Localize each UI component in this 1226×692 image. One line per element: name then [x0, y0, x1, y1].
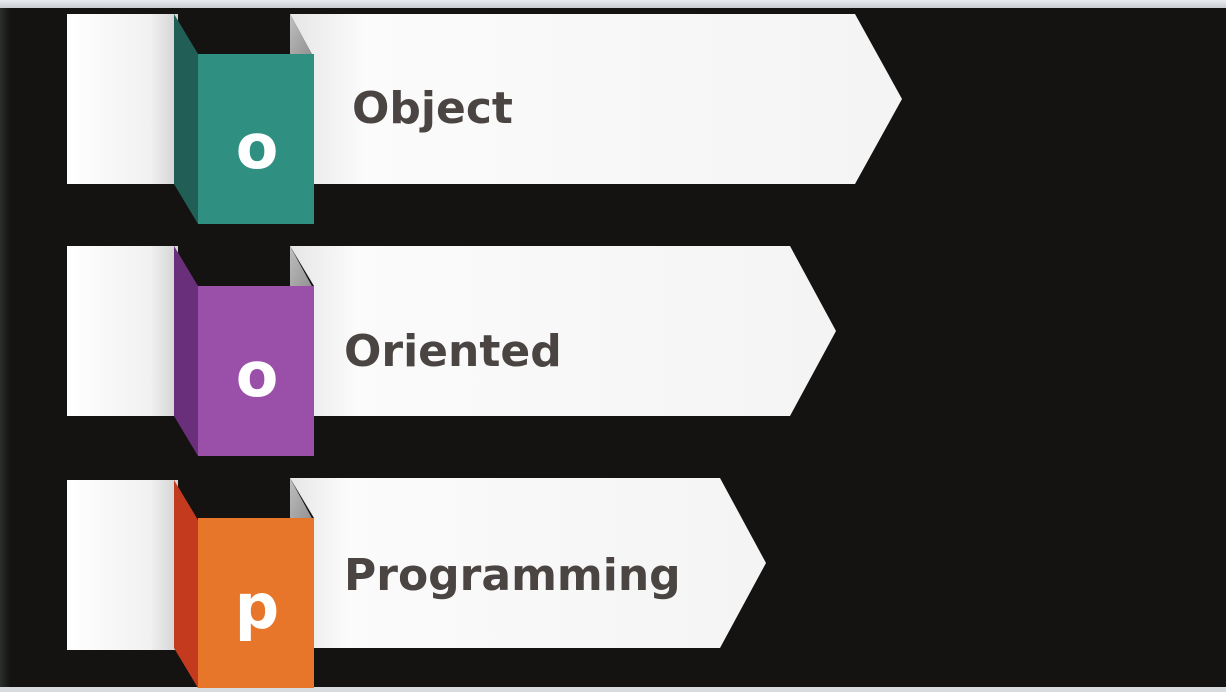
ribbon-fold	[290, 478, 314, 522]
tile-front	[198, 54, 314, 224]
row-programming: p Programming	[67, 478, 766, 688]
ribbon-arrow	[290, 246, 836, 416]
ribbon-fold	[290, 14, 314, 58]
tile-front	[198, 518, 314, 688]
ribbon-stub	[67, 246, 178, 416]
left-border	[0, 8, 10, 692]
tile-letter: o	[236, 338, 279, 411]
tile-side	[174, 14, 198, 224]
row-oriented: o Oriented	[67, 246, 836, 456]
ribbon-label: Object	[352, 83, 513, 134]
bottom-border	[0, 687, 1226, 692]
tile-side	[174, 480, 198, 688]
tile-front	[198, 286, 314, 456]
ribbon-arrow	[290, 478, 766, 648]
ribbon-label: Oriented	[344, 326, 562, 377]
ribbon-label: Programming	[344, 550, 681, 601]
ribbon-stub	[67, 480, 178, 650]
tile-side	[174, 246, 198, 456]
ribbon-stub	[67, 14, 178, 184]
tile-letter: o	[236, 110, 279, 183]
row-object: o Object	[67, 14, 902, 224]
ribbon-arrow	[290, 14, 902, 184]
top-border	[0, 0, 1226, 8]
tile-letter: p	[235, 570, 279, 643]
ribbon-fold	[290, 246, 314, 290]
